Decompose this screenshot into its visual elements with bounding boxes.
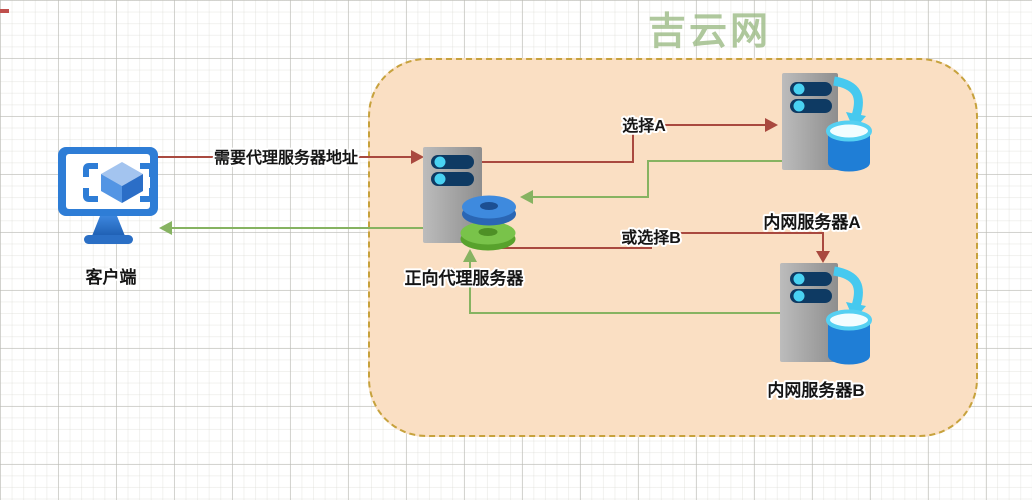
choose-a-arrow-line bbox=[482, 124, 765, 163]
green-disk-hole bbox=[478, 228, 498, 236]
server-a-db-top bbox=[826, 120, 872, 142]
server-b-database-icon bbox=[826, 309, 872, 365]
server-a-database-icon bbox=[826, 120, 872, 172]
server-a-node bbox=[782, 73, 872, 172]
edge-client-to-proxy bbox=[155, 150, 424, 164]
stray-red-mark bbox=[0, 9, 9, 13]
server-b-tower-body bbox=[780, 263, 838, 362]
server-a-db-body bbox=[828, 131, 870, 172]
return-b-line bbox=[469, 262, 780, 314]
proxy-label: 正向代理服务器 bbox=[405, 268, 525, 288]
edge-server-a-to-proxy bbox=[520, 160, 782, 204]
choose-a-arrowhead-icon bbox=[765, 118, 778, 132]
server-b-sync-arrow-icon bbox=[833, 266, 863, 308]
blue-disk-hole bbox=[480, 202, 498, 210]
return-b-arrowhead-icon bbox=[463, 249, 477, 262]
server-a-led-2-icon bbox=[793, 100, 805, 112]
request-edge-label: 需要代理服务器地址 bbox=[214, 148, 358, 167]
server-b-led-2-icon bbox=[793, 290, 805, 302]
return-a-arrowhead-icon bbox=[520, 190, 533, 204]
cube-left-face bbox=[101, 174, 122, 203]
server-a-led-1-icon bbox=[793, 83, 805, 95]
server-b-led-1-icon bbox=[793, 273, 805, 285]
server-a-sync-arrow-icon bbox=[833, 76, 863, 118]
request-arrowhead-icon bbox=[411, 150, 424, 164]
server-b-db-body bbox=[828, 320, 870, 365]
edge-server-b-to-proxy bbox=[463, 249, 780, 314]
server-a-tower-body bbox=[782, 73, 838, 170]
cube-right-face bbox=[122, 174, 143, 203]
server-b-db-top bbox=[826, 309, 872, 331]
cube-icon bbox=[101, 162, 143, 203]
choose-b-edge-label: 或选择B bbox=[621, 228, 681, 247]
server-b-label: 内网服务器B bbox=[767, 380, 864, 400]
server-a-label: 内网服务器A bbox=[763, 212, 860, 232]
monitor-stand-base bbox=[84, 235, 133, 244]
choose-b-arrowhead-icon bbox=[816, 251, 830, 263]
proxy-led-1-icon bbox=[434, 156, 446, 168]
client-label: 客户端 bbox=[85, 267, 137, 287]
disk-stack-icon bbox=[460, 195, 516, 251]
server-b-node bbox=[780, 263, 872, 365]
edge-proxy-to-server-a bbox=[482, 118, 778, 163]
return-a-line bbox=[533, 160, 782, 198]
proxy-server-node bbox=[423, 147, 516, 251]
viewfinder-brackets-icon bbox=[83, 163, 155, 202]
edge-proxy-to-client bbox=[159, 221, 423, 235]
watermark-text: 吉云网 bbox=[648, 11, 772, 53]
client-node bbox=[58, 147, 158, 244]
response-arrowhead-icon bbox=[159, 221, 172, 235]
proxy-led-2-icon bbox=[434, 173, 446, 185]
choose-b-arrow-line-right bbox=[676, 232, 824, 251]
edge-proxy-to-server-b bbox=[478, 232, 830, 263]
choose-a-edge-label: 选择A bbox=[622, 116, 666, 135]
monitor-stand-neck bbox=[92, 216, 125, 236]
